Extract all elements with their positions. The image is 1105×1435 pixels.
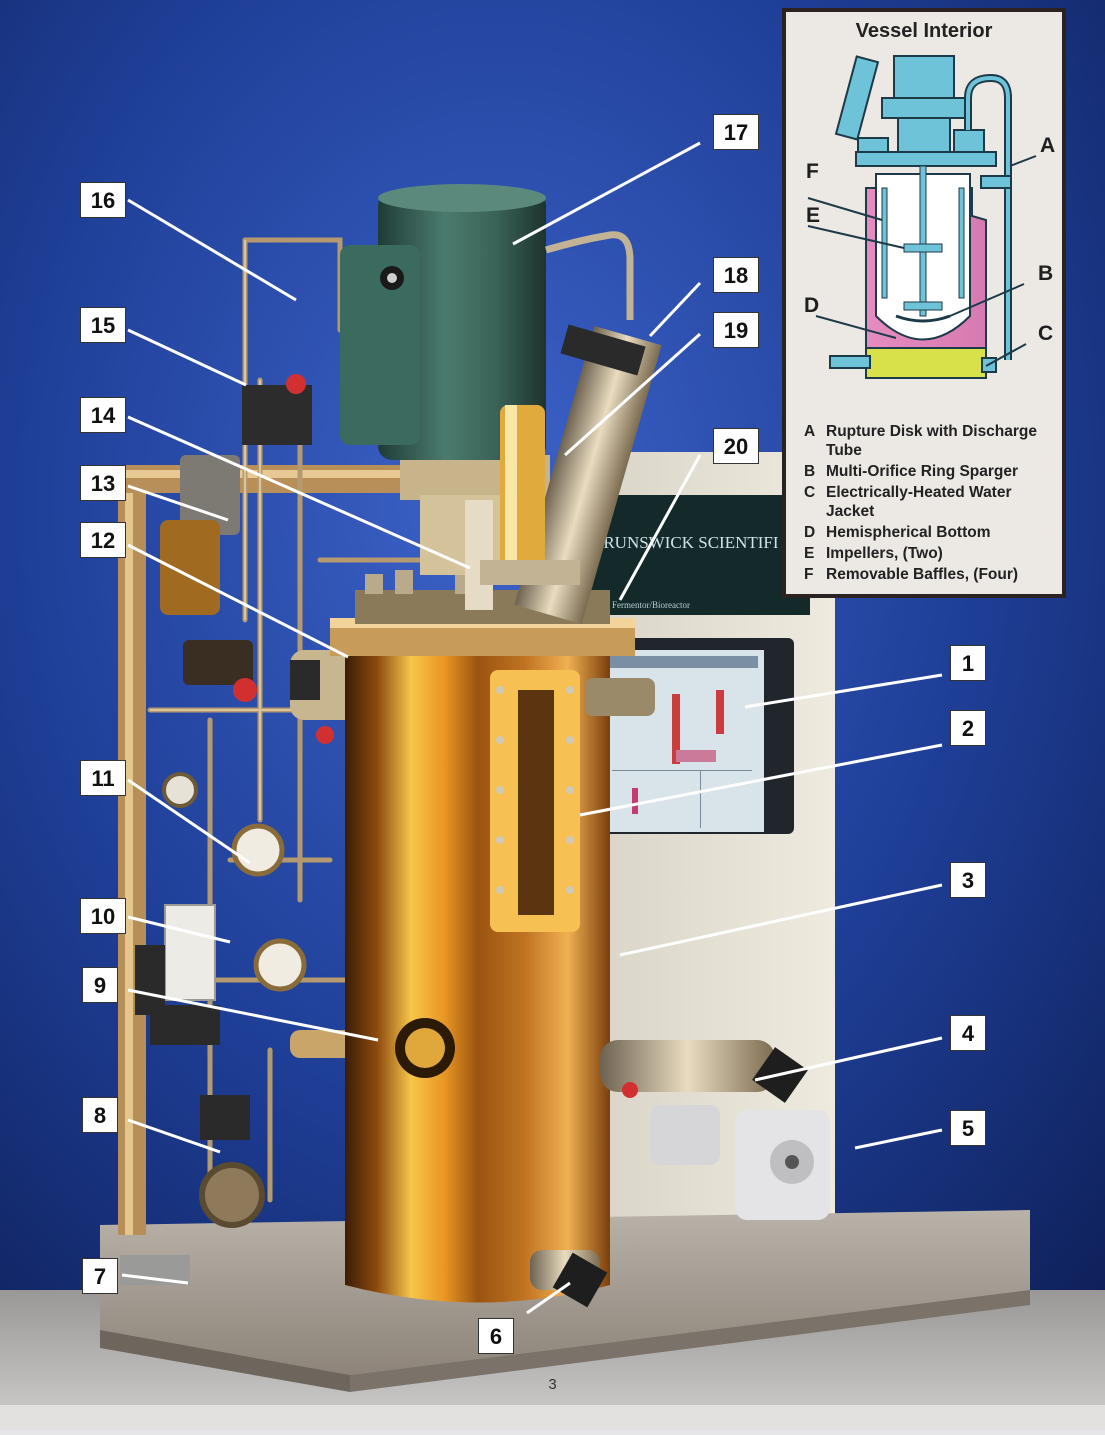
callout-3: 3	[950, 862, 986, 898]
callout-7: 7	[82, 1258, 118, 1294]
callout-6: 6	[478, 1318, 514, 1354]
brand-text: BRUNSWICK SCIENTIFI	[592, 533, 779, 552]
legend-row-c: C Electrically-Heated Water Jacket	[804, 484, 1012, 520]
callout-18: 18	[713, 257, 759, 293]
legend-row-e: E Impellers, (Two)	[804, 545, 943, 562]
inset-letter-c: C	[1038, 322, 1054, 345]
callout-15: 15	[80, 307, 126, 343]
callout-2: 2	[950, 710, 986, 746]
inset-letter-b: B	[1038, 262, 1054, 285]
legend-row-b: B Multi-Orifice Ring Sparger	[804, 463, 1019, 480]
callout-20: 20	[713, 428, 759, 464]
callout-11: 11	[80, 760, 126, 796]
brand-subtitle: Fermentor/Bioreactor	[612, 600, 690, 610]
callout-8: 8	[82, 1097, 118, 1133]
page-number: 3	[548, 1376, 557, 1393]
vessel-interior-inset: Vessel Interior	[782, 8, 1066, 598]
callout-10: 10	[80, 898, 126, 934]
inset-letter-d: D	[804, 294, 820, 317]
callout-16: 16	[80, 182, 126, 218]
callout-9: 9	[82, 967, 118, 1003]
callout-5: 5	[950, 1110, 986, 1146]
inset-letter-e: E	[806, 204, 821, 227]
callout-4: 4	[950, 1015, 986, 1051]
inset-letter-f: F	[806, 160, 819, 183]
callout-17: 17	[713, 114, 759, 150]
leader-lines	[121, 141, 943, 1315]
callout-13: 13	[80, 465, 126, 501]
inset-title: Vessel Interior	[855, 20, 993, 42]
inset-legend: A Rupture Disk with Discharge Tube B Mul…	[804, 422, 1064, 586]
callout-1: 1	[950, 645, 986, 681]
vessel-interior-diagram	[807, 55, 1037, 379]
legend-row-f: F Removable Baffles, (Four)	[804, 566, 1019, 583]
legend-row-a: A Rupture Disk with Discharge Tube	[804, 423, 1038, 459]
callout-12: 12	[80, 522, 126, 558]
callout-19: 19	[713, 312, 759, 348]
callout-14: 14	[80, 397, 126, 433]
inset-letter-a: A	[1040, 134, 1056, 157]
legend-row-d: D Hemispherical Bottom	[804, 524, 991, 541]
